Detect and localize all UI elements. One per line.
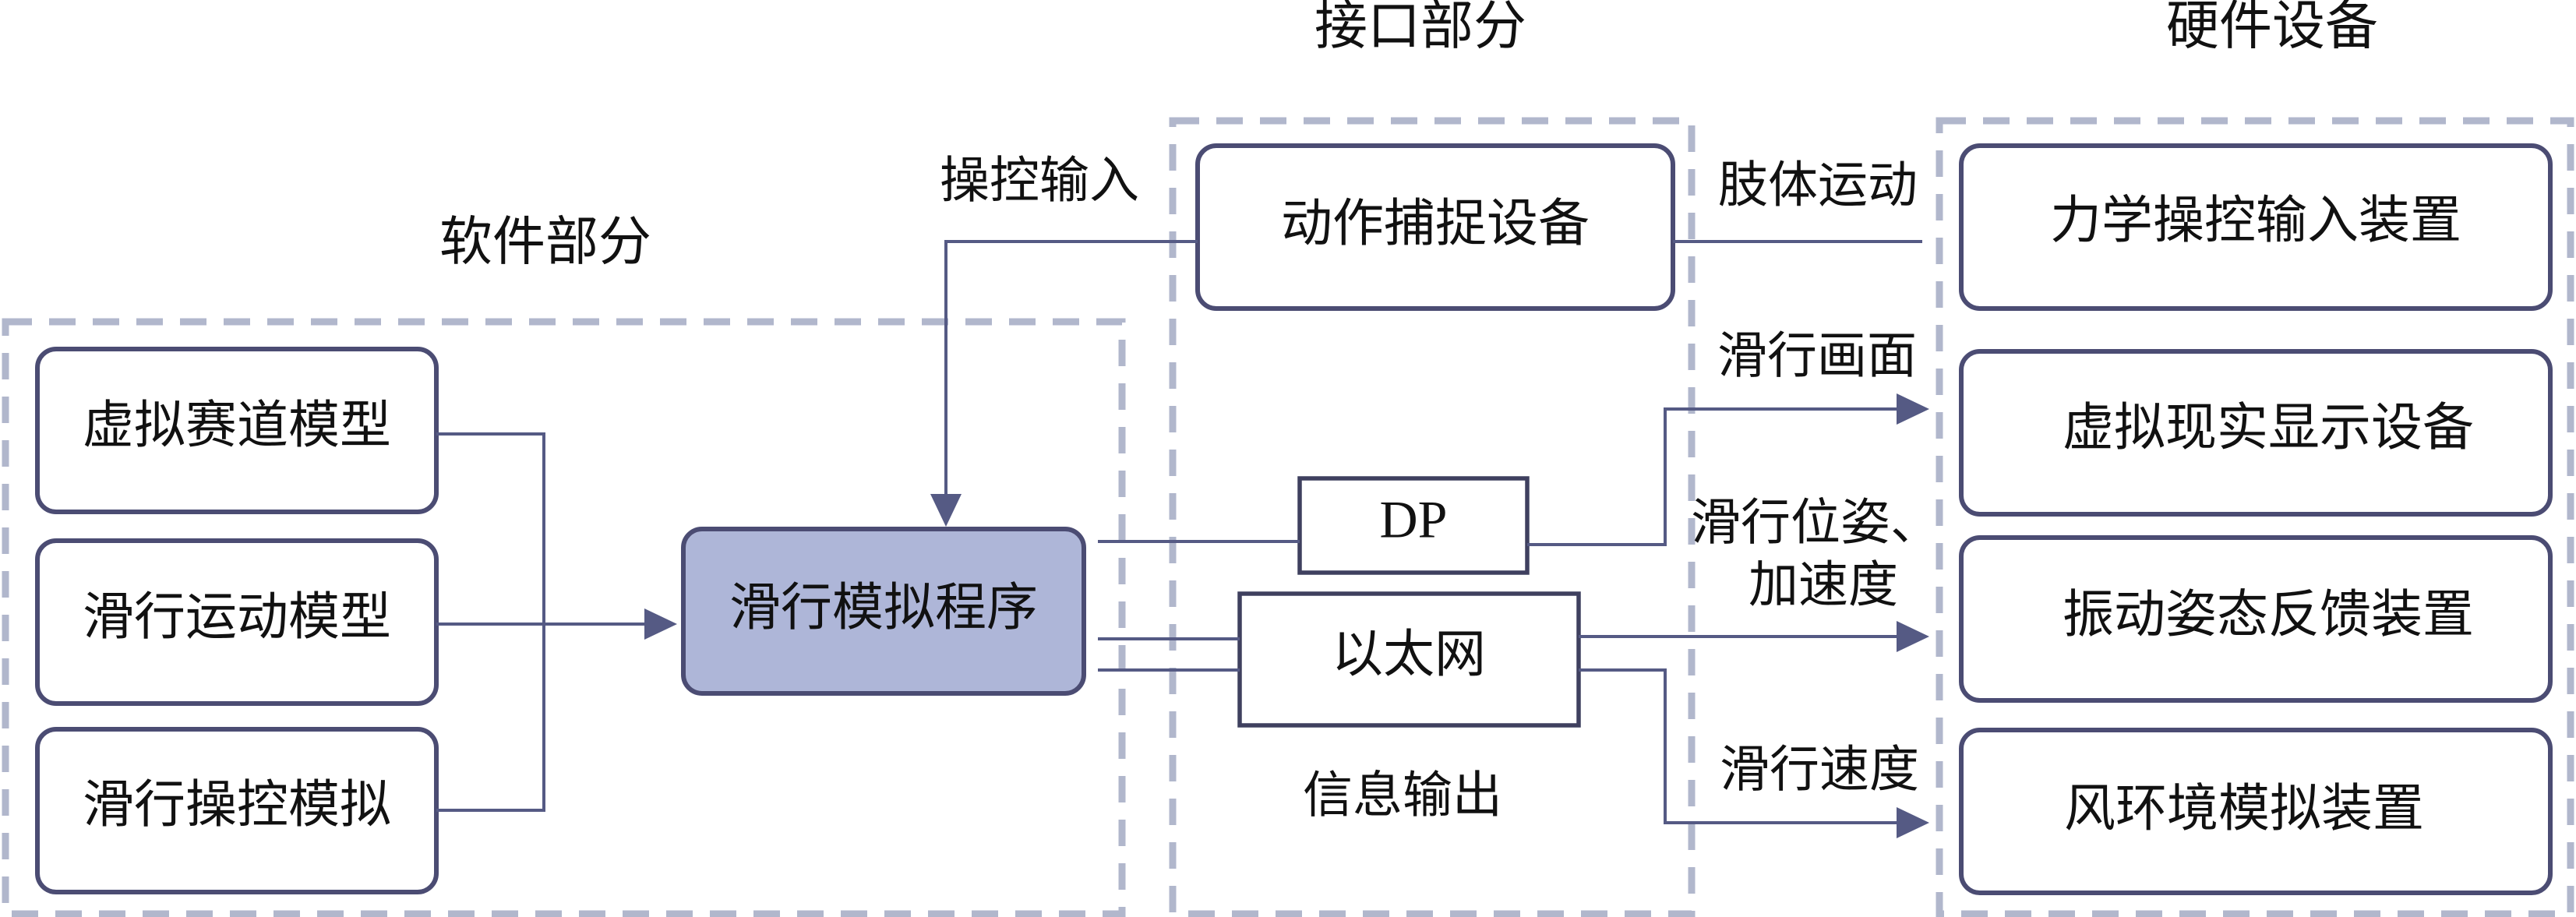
ski-control-simulation-label: 滑行操控模拟 [83,774,391,834]
ski-view-arrowhead [1897,393,1929,425]
software-group-title: 软件部分 [439,212,651,273]
dp-box [1297,476,1530,575]
virtual-track-model-box [35,347,439,514]
vibration-feedback-device-box [1959,535,2553,703]
motion-capture-device-box [1195,143,1675,311]
interface-group-title: 接口部分 [1314,0,1526,58]
ski-view-edge-label: 滑行画面 [1717,328,1917,386]
force-control-input-device-label: 力学操控输入装置 [2050,190,2461,250]
pose-edge-label-line2: 加速度 [1749,557,1898,615]
virtual-track-model-label: 虚拟赛道模型 [83,395,391,455]
ski-motion-model-label: 滑行运动模型 [83,587,391,647]
ski-motion-model-box [35,538,439,706]
limb-motion-edge-label: 肢体运动 [1718,157,1918,215]
motion-capture-device-label: 动作捕捉设备 [1281,193,1590,253]
ski-simulation-program-box [681,527,1086,696]
virtual-track-link [436,432,545,812]
speed-edge-label: 滑行速度 [1720,742,1919,799]
ski-simulation-program-label: 滑行模拟程序 [729,577,1038,637]
control-input-link [944,240,1198,497]
wind-simulation-device-label: 风环境模拟装置 [2064,778,2424,838]
hardware-group-frame [1936,117,2574,917]
pose-edge-label-line1: 滑行位姿、 [1691,495,1940,552]
interface-group-frame [1169,117,1696,917]
hardware-group-title: 硬件设备 [2166,0,2378,58]
control-input-edge-label: 操控输入 [940,153,1139,210]
models-to-program-arrowhead [644,608,677,640]
ethernet-label: 以太网 [1332,624,1486,684]
software-group-frame [2,318,1126,917]
ethernet-to-wind-link [1579,668,1901,824]
vibration-feedback-device-label: 振动姿态反馈装置 [2063,584,2474,644]
ethernet-box [1237,591,1581,728]
speed-arrowhead [1897,807,1929,838]
pose-arrowhead [1897,621,1929,652]
dp-to-display-link [1527,407,1901,546]
dp-label: DP [1380,490,1448,549]
control-input-arrowhead [930,494,962,527]
force-control-input-device-box [1959,143,2553,311]
vr-display-device-box [1959,349,2553,517]
info-output-label: 信息输出 [1303,767,1502,825]
vr-display-device-label: 虚拟现实显示设备 [2063,397,2474,457]
wind-simulation-device-box [1959,728,2553,895]
